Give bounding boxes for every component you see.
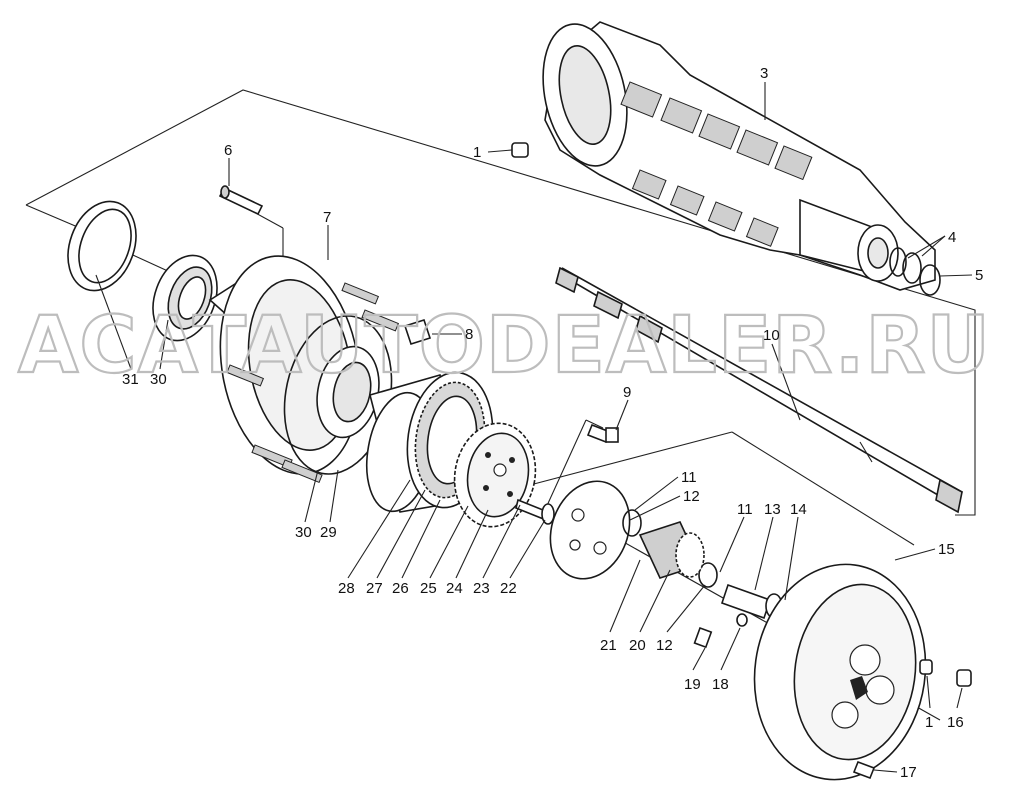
- label-17: 17: [900, 764, 917, 781]
- small-rings: [622, 509, 718, 588]
- label-11-b: 11: [737, 501, 753, 518]
- label-30-a: 30: [150, 371, 167, 388]
- cap-screw: [852, 760, 876, 780]
- label-7: 7: [323, 209, 331, 226]
- axle-housing: [542, 21, 936, 291]
- label-13: 13: [764, 501, 781, 518]
- bearing: [316, 345, 380, 439]
- label-12-b: 12: [656, 637, 673, 654]
- label-5: 5: [975, 267, 983, 284]
- nut-8: [403, 319, 432, 345]
- label-27: 27: [366, 580, 383, 597]
- watermark-text: ACATAUTODEALER.RU: [18, 301, 991, 391]
- label-10: 10: [763, 327, 780, 344]
- housing-rings: [889, 247, 941, 296]
- part-labels: 1 3 4 5 6 7 8 9 10 11 12 11 13 14 15 31 …: [122, 65, 983, 781]
- label-1-top: 1: [473, 144, 481, 161]
- leader-lines: [95, 82, 973, 773]
- label-1-bottom: 1: [925, 714, 933, 731]
- seal-31: [67, 200, 137, 292]
- label-14: 14: [790, 501, 807, 518]
- gear-plate: [453, 422, 537, 528]
- label-22: 22: [500, 580, 517, 597]
- axle-shaft: [555, 266, 964, 514]
- label-20: 20: [629, 637, 646, 654]
- label-8: 8: [465, 326, 473, 343]
- label-24: 24: [446, 580, 463, 597]
- wheel-cover: [753, 563, 927, 781]
- label-25: 25: [420, 580, 437, 597]
- pin-washer: [693, 613, 748, 649]
- planet-carrier: [549, 480, 631, 580]
- label-4: 4: [948, 229, 956, 246]
- label-29: 29: [320, 524, 337, 541]
- plug-top: [511, 142, 529, 158]
- label-6: 6: [224, 142, 232, 159]
- stud-bolt: [218, 185, 264, 216]
- label-16: 16: [947, 714, 964, 731]
- label-23: 23: [473, 580, 490, 597]
- label-30-b: 30: [295, 524, 312, 541]
- label-31: 31: [122, 371, 139, 388]
- label-18: 18: [712, 676, 729, 693]
- plug-bottom: [919, 659, 933, 675]
- label-12-a: 12: [683, 488, 700, 505]
- label-9: 9: [623, 384, 631, 401]
- label-11-a: 11: [681, 469, 697, 486]
- label-3: 3: [760, 65, 768, 82]
- label-15: 15: [938, 541, 955, 558]
- label-19: 19: [684, 676, 701, 693]
- label-28: 28: [338, 580, 355, 597]
- planet-gear: [638, 521, 705, 579]
- label-21: 21: [600, 637, 617, 654]
- seal-30: [152, 254, 218, 342]
- washer-bolt: [515, 498, 555, 525]
- drain-plug: [956, 669, 972, 687]
- bolt-9: [586, 423, 619, 444]
- label-26: 26: [392, 580, 409, 597]
